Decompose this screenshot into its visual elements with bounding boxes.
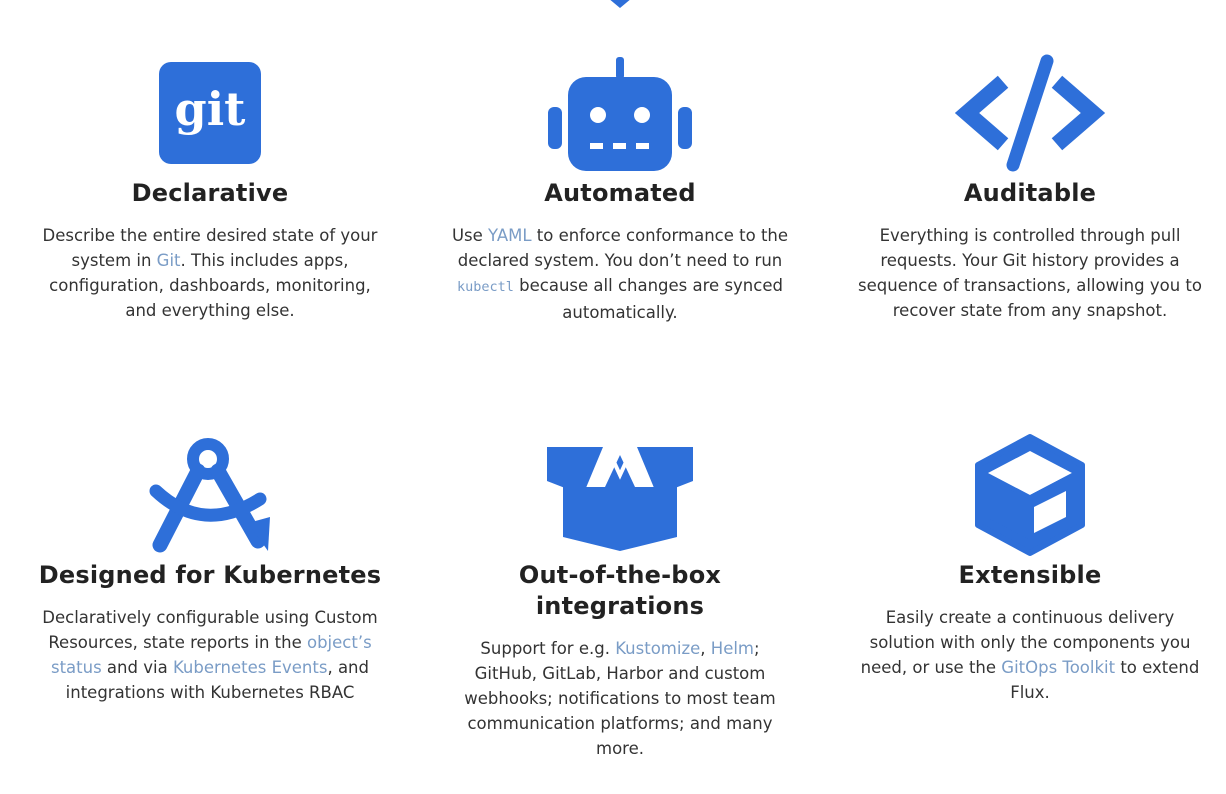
feature-description: Declaratively configurable using Custom …	[42, 608, 378, 702]
feature-icon-wrap	[440, 48, 800, 178]
robot-icon	[548, 57, 692, 171]
helm-link[interactable]: Helm	[710, 639, 754, 658]
feature-icon-wrap	[850, 430, 1210, 560]
feature-description: Support for e.g. Kustomize, Helm; GitHub…	[464, 639, 776, 758]
feature-icon-wrap	[850, 48, 1210, 178]
feature-icon-wrap	[440, 430, 800, 560]
kubectl-code: kubectl	[457, 279, 514, 295]
feature-designed-for-kubernetes: Designed for Kubernetes Declaratively co…	[30, 430, 390, 705]
feature-description: Everything is controlled through pull re…	[858, 226, 1202, 320]
feature-description: Describe the entire desired state of you…	[42, 226, 378, 320]
open-box-icon	[547, 446, 693, 551]
feature-title: Designed for Kubernetes	[38, 561, 382, 589]
yaml-link[interactable]: YAML	[488, 226, 532, 245]
git-icon: git	[159, 62, 261, 164]
feature-title: Declarative	[131, 179, 289, 207]
code-icon	[955, 54, 1105, 172]
svg-text:git: git	[175, 82, 247, 136]
feature-icon-wrap	[30, 430, 390, 560]
cube-icon	[975, 434, 1085, 556]
feature-title: Extensible	[958, 561, 1102, 589]
kustomize-link[interactable]: Kustomize	[615, 639, 701, 658]
feature-auditable: Auditable Everything is controlled throu…	[850, 48, 1210, 323]
kubernetes-events-link[interactable]: Kubernetes Events	[172, 658, 328, 677]
feature-description: Use YAML to enforce conformance to the d…	[451, 226, 789, 322]
object-status-link[interactable]: object’s status	[50, 633, 372, 677]
feature-icon-wrap: git	[30, 48, 390, 178]
feature-declarative: git Declarative Describe the entire desi…	[30, 48, 390, 323]
down-arrow-icon	[610, 0, 630, 8]
compass-icon	[149, 438, 270, 553]
feature-extensible: Extensible Easily create a continuous de…	[850, 430, 1210, 705]
feature-title: Out-of-the-box integrations	[518, 561, 722, 620]
git-link[interactable]: Git	[156, 251, 181, 270]
feature-out-of-the-box-integrations: Out-of-the-box integrations Support for …	[440, 430, 800, 761]
feature-description: Easily create a continuous delivery solu…	[860, 608, 1200, 702]
feature-automated: Automated Use YAML to enforce conformanc…	[440, 48, 800, 325]
feature-title: Automated	[544, 179, 696, 207]
gitops-toolkit-link[interactable]: GitOps Toolkit	[1001, 658, 1116, 677]
feature-title: Auditable	[963, 179, 1097, 207]
